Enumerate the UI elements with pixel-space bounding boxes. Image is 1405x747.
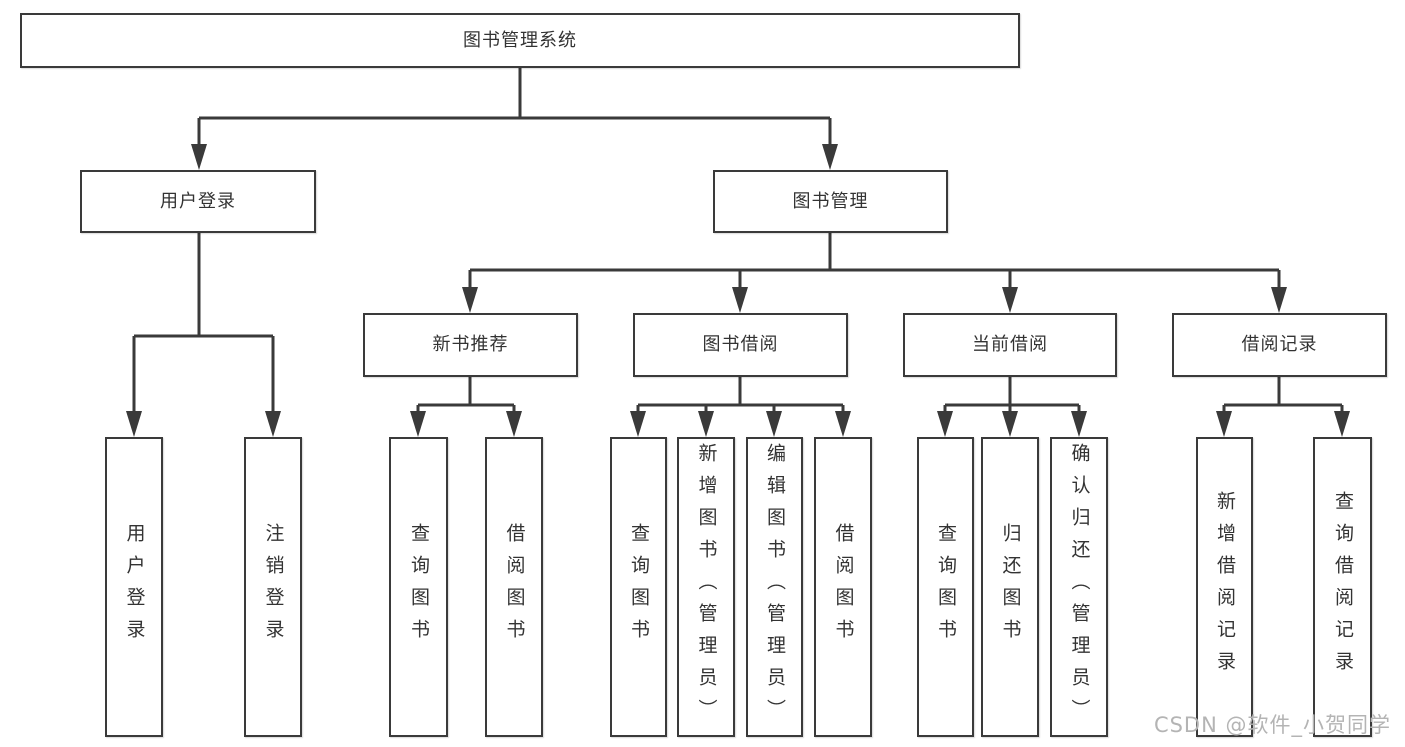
node-label-leaf-bb-borrow: 借阅图书: [832, 523, 855, 651]
arrowhead: [630, 411, 646, 437]
node-leaf-cb-query: 查询图书: [917, 437, 974, 737]
arrowhead: [265, 411, 281, 437]
node-leaf-rec-query: 查询图书: [389, 437, 448, 737]
arrowhead: [1002, 411, 1018, 437]
node-label-leaf-user-login: 用户登录: [123, 523, 146, 651]
node-label-root: 图书管理系统: [463, 29, 577, 51]
arrowhead: [732, 287, 748, 313]
node-new-book-rec: 新书推荐: [363, 313, 578, 377]
node-label-leaf-rec-query: 查询图书: [408, 523, 430, 651]
arrowhead: [1216, 411, 1232, 437]
node-label-book-borrow: 图书借阅: [702, 334, 779, 355]
node-borrow-records: 借阅记录: [1172, 313, 1387, 377]
node-leaf-bb-borrow: 借阅图书: [814, 437, 872, 737]
node-leaf-br-add: 新增借阅记录: [1196, 437, 1253, 737]
arrowhead: [462, 287, 478, 313]
node-label-borrow-records: 借阅记录: [1241, 334, 1318, 355]
node-label-leaf-cb-confirm: 确认归还（管理员）: [1068, 443, 1091, 731]
node-leaf-br-query: 查询借阅记录: [1313, 437, 1372, 737]
node-label-leaf-br-query: 查询借阅记录: [1332, 491, 1354, 683]
arrowhead: [1271, 287, 1287, 313]
arrowhead: [506, 411, 522, 437]
node-label-leaf-bb-edit: 编辑图书（管理员）: [764, 443, 786, 731]
node-label-leaf-cb-query: 查询图书: [935, 523, 957, 651]
node-label-book-management: 图书管理: [792, 190, 869, 212]
node-leaf-bb-query: 查询图书: [610, 437, 667, 737]
node-label-leaf-cb-return: 归还图书: [999, 523, 1022, 651]
node-label-leaf-rec-borrow: 借阅图书: [503, 523, 526, 651]
node-label-new-book-rec: 新书推荐: [432, 334, 509, 355]
arrowhead: [126, 411, 142, 437]
node-label-user-login: 用户登录: [160, 190, 236, 212]
node-label-leaf-logout: 注销登录: [262, 523, 285, 651]
node-leaf-cb-confirm: 确认归还（管理员）: [1050, 437, 1108, 737]
node-current-borrow: 当前借阅: [903, 313, 1117, 377]
arrowhead: [191, 144, 207, 170]
node-leaf-cb-return: 归还图书: [981, 437, 1039, 737]
node-label-leaf-br-add: 新增借阅记录: [1214, 491, 1236, 683]
node-label-current-borrow: 当前借阅: [972, 334, 1048, 355]
arrowhead: [1334, 411, 1350, 437]
arrowhead: [937, 411, 953, 437]
arrowhead: [1002, 287, 1018, 313]
arrowhead: [410, 411, 426, 437]
watermark-csdn: CSDN @软件_小贺同学: [1153, 713, 1391, 737]
node-book-borrow: 图书借阅: [633, 313, 848, 377]
node-label-leaf-bb-add: 新增图书（管理员）: [695, 443, 718, 731]
node-user-login: 用户登录: [80, 170, 316, 233]
node-leaf-user-login: 用户登录: [105, 437, 163, 737]
node-leaf-bb-add: 新增图书（管理员）: [677, 437, 735, 737]
arrowhead: [835, 411, 851, 437]
arrowhead: [822, 144, 838, 170]
arrowhead: [698, 411, 714, 437]
node-leaf-bb-edit: 编辑图书（管理员）: [746, 437, 803, 737]
node-leaf-logout: 注销登录: [244, 437, 302, 737]
arrowhead: [1071, 411, 1087, 437]
node-leaf-rec-borrow: 借阅图书: [485, 437, 543, 737]
arrowhead: [766, 411, 782, 437]
node-book-management: 图书管理: [713, 170, 948, 233]
node-root: 图书管理系统: [20, 13, 1020, 68]
node-label-leaf-bb-query: 查询图书: [628, 523, 650, 651]
